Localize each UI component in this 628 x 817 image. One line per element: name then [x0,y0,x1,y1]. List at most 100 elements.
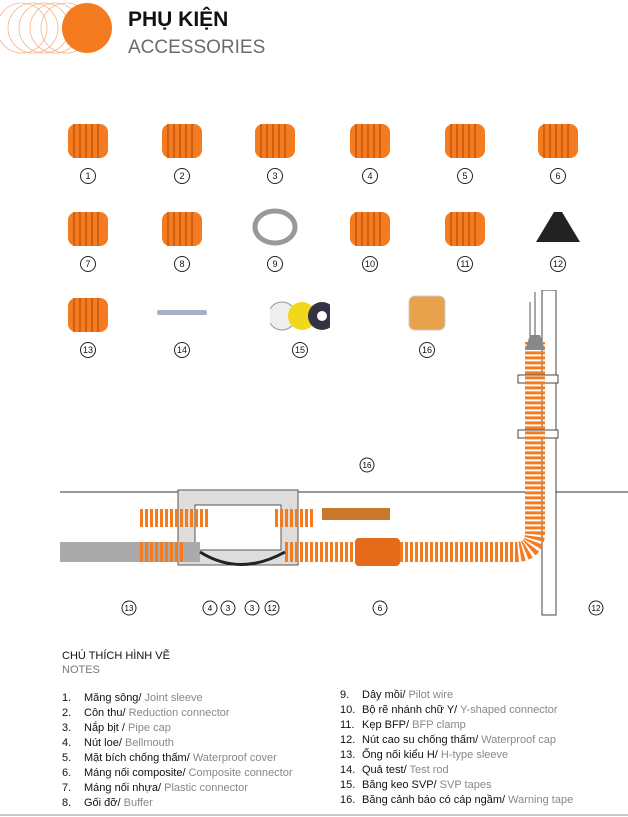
note-item: 12. Nút cao su chống thấm/ Waterproof cap [340,734,556,746]
note-en: Pipe cap [124,722,171,734]
cable [199,550,286,566]
note-en: Bellmouth [121,737,174,749]
note-vi: Máng nối composite/ [84,767,186,779]
logo-circles-icon [0,2,112,54]
note-number: 11. [340,719,355,731]
product-number: 14 [174,342,190,358]
note-vi: Nút cao su chống thấm/ [362,734,479,746]
product-number: 9 [267,256,283,272]
note-item: 10. Bộ rẽ nhánh chữ Y/ Y-shaped connector [340,704,558,716]
y-shaped-connector-icon [340,202,400,257]
waterproof-cap-icon [528,202,588,257]
product-number: 3 [267,168,283,184]
note-item: 5. Mặt bích chống thấm/ Waterproof cover [62,752,277,764]
note-item: 16. Băng cảnh báo có cáp ngầm/ Warning ta… [340,794,573,806]
callout-6: 6 [372,600,388,616]
page-subtitle: ACCESSORIES [128,37,266,58]
note-en: Warning tape [505,794,574,806]
note-vi: Gối đỡ/ [84,797,121,809]
callout-3: 3 [244,600,260,616]
note-item: 9. Dây mồi/ Pilot wire [340,689,453,701]
note-number: 1. [62,692,72,704]
note-number: 14. [340,764,356,776]
product-number: 6 [550,168,566,184]
installation-diagram: 13 4 3 3 12 6 16 12 [60,290,628,616]
note-item: 3. Nắp bịt / Pipe cap [62,722,171,734]
note-item: 6.Máng nối composite/ Composite connecto… [62,767,293,779]
pipe-cap-icon [245,114,305,169]
note-vi: Kẹp BFP/ [362,719,410,731]
note-item: 8.Gối đỡ/ Buffer [62,797,153,809]
page-title: PHỤ KIỆN [128,8,229,31]
note-number: 4. [62,737,72,749]
note-number: 7. [62,782,72,794]
callout-label: 3 [250,604,255,613]
note-vi: Dây mồi/ [362,689,406,701]
note-number: 15. [340,779,356,791]
notes-heading: CHÚ THÍCH HÌNH VẼ [62,650,170,662]
note-number: 10. [340,704,356,716]
note-en: Plastic connector [161,782,248,794]
product-number: 16 [419,342,435,358]
note-en: SVP tapes [436,779,492,791]
callout-label: 3 [226,604,231,613]
note-en: Composite connector [185,767,293,779]
note-en: Y-shaped connector [457,704,558,716]
note-item: 15. Băng keo SVP/ SVP tapes [340,779,491,791]
note-vi: Băng cảnh báo có cáp ngầm/ [362,794,506,806]
note-number: 12. [340,734,356,746]
note-vi: Nút loe/ [84,737,122,749]
product-number: 15 [292,342,308,358]
callout-label: 12 [592,604,601,613]
joint-sleeve-icon [58,114,118,169]
composite-connector-icon [528,114,588,169]
product-number: 4 [362,168,378,184]
note-vi: Máng nối nhựa/ [84,782,162,794]
conduit-bend [285,342,545,562]
note-vi: Ống nối kiểu H/ [362,749,438,761]
note-item: 7. Máng nối nhựa/ Plastic connector [62,782,248,794]
callout-3: 3 [220,600,236,616]
note-en: Waterproof cover [189,752,277,764]
note-en: Pilot wire [405,689,454,701]
note-vi: Nắp bịt / [84,722,125,734]
reduction-connector-icon [152,114,212,169]
note-item: 14.Quả test/ Test rod [340,764,449,776]
note-number: 3. [62,722,72,734]
bfp-clamp-icon [435,202,495,257]
note-vi: Măng sông/ [84,692,142,704]
note-number: 5. [62,752,72,764]
callout-label: 12 [268,604,277,613]
note-vi: Mặt bích chống thấm/ [84,752,190,764]
callout-label: 16 [363,461,372,470]
note-number: 9. [340,689,350,701]
note-number: 16. [340,794,356,806]
note-number: 8. [62,797,72,809]
test-rod-icon [152,288,212,343]
notes-subheading: NOTES [62,664,100,676]
note-item: 2.Côn thu/ Reduction connector [62,707,230,719]
note-vi: Bộ rẽ nhánh chữ Y/ [362,704,458,716]
h-type-sleeve-icon [58,288,118,343]
divider [0,814,628,816]
callout-12: 12 [588,600,604,616]
note-vi: Băng keo SVP/ [362,779,437,791]
product-number: 13 [80,342,96,358]
note-number: 13. [340,749,356,761]
note-item: 13.Ống nối kiểu H/ H-type sleeve [340,749,508,761]
warning-tape-icon [397,288,457,343]
callout-label: 13 [125,604,134,613]
note-item: 11.Kẹp BFP/ BFP clamp [340,719,466,731]
note-vi: Côn thu/ [84,707,126,719]
note-en: Waterproof cap [478,734,557,746]
note-number: 2. [62,707,72,719]
svp-tapes-icon [267,288,336,343]
callout-12: 12 [264,600,280,616]
callout-16: 16 [359,457,375,473]
product-number: 11 [457,256,473,272]
callout-label: 4 [208,604,213,613]
note-vi: Quả test/ [362,764,407,776]
note-en: Joint sleeve [141,692,203,704]
callout-4: 4 [202,600,218,616]
